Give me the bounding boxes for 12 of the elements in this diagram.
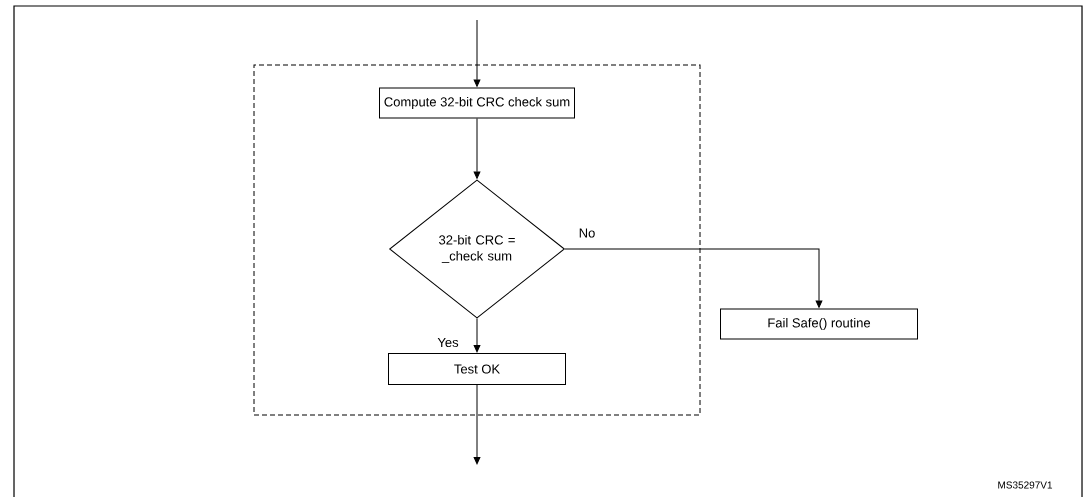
dashed-boundary [253, 64, 701, 416]
arrow [473, 19, 481, 87]
edge-label: No [577, 227, 597, 239]
arrow [473, 318, 481, 353]
process-box: Compute 32-bit CRC check sum [379, 87, 575, 119]
arrow [564, 248, 823, 308]
process-box: Test OK [388, 353, 566, 385]
arrow [473, 118, 481, 179]
arrow [473, 384, 481, 465]
figure-id: MS35297V1 [998, 481, 1053, 489]
edge-label: Yes [436, 336, 460, 349]
process-box: Fail Safe() routine [720, 308, 918, 340]
